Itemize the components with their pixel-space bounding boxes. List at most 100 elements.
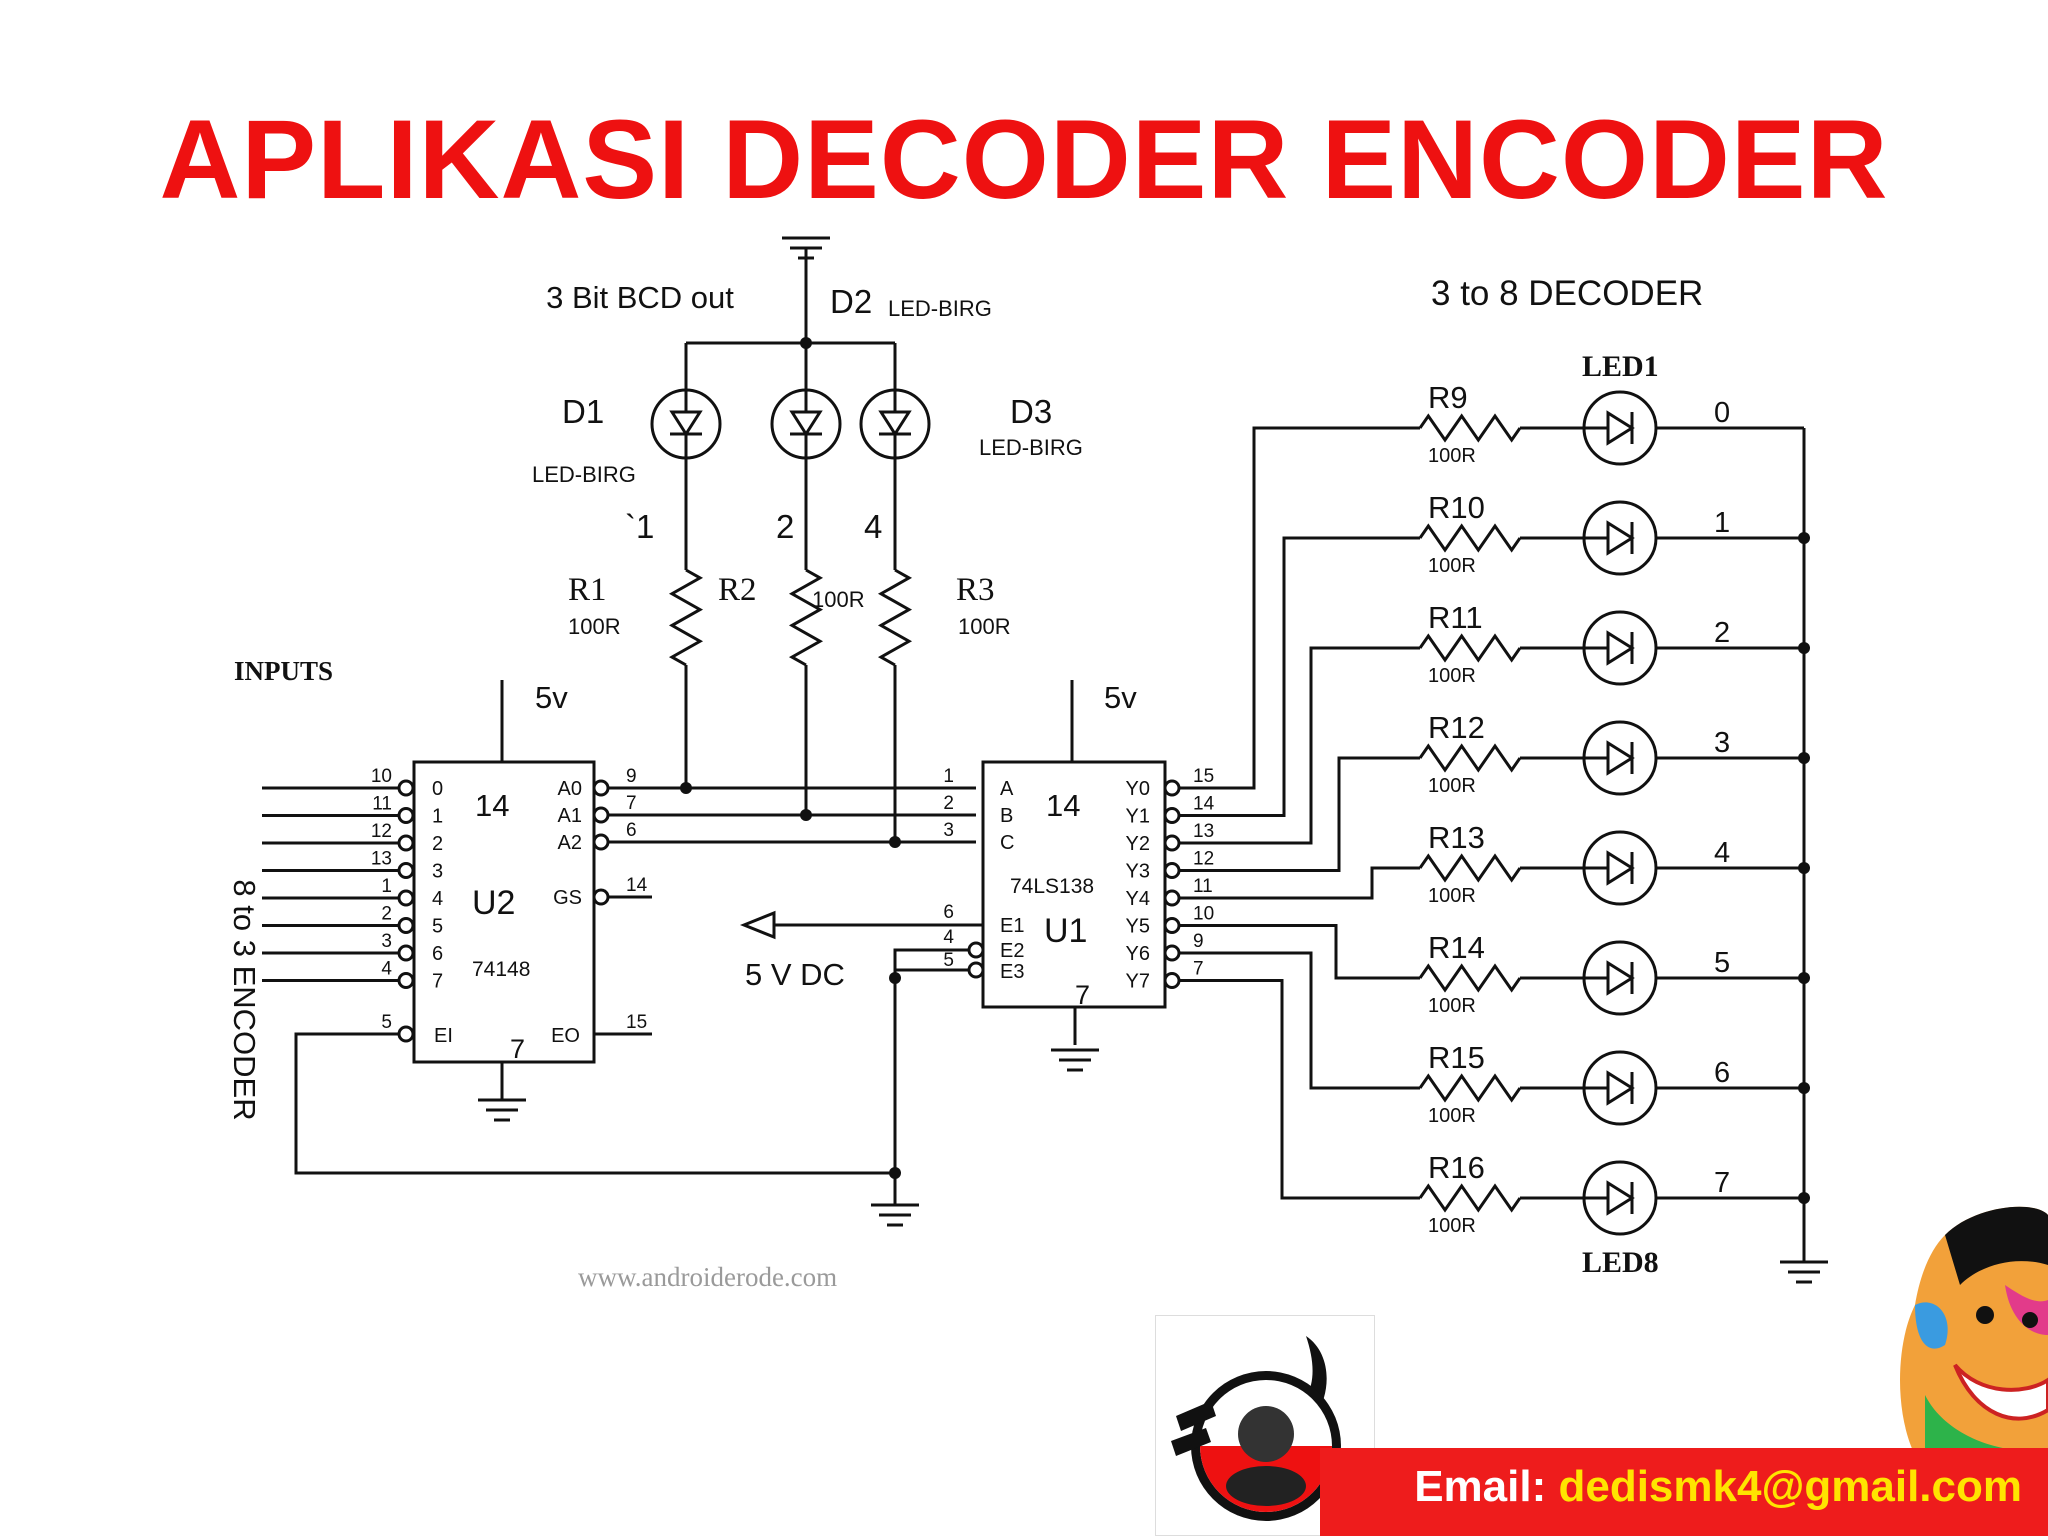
led8-label: LED8 — [1582, 1246, 1659, 1279]
inversion-bubble — [592, 833, 610, 851]
email-address[interactable]: dedismk4@gmail.com — [1558, 1462, 2022, 1511]
resistor-label: R13 — [1428, 820, 1485, 855]
u2-input-label: 7 — [432, 971, 443, 993]
inversion-bubble — [397, 944, 415, 962]
resistor-r9 — [1418, 413, 1522, 443]
r3-label: R3 — [956, 572, 995, 608]
u1-input-label: B — [1000, 805, 1013, 827]
resistor-value-label: 100R — [1428, 555, 1476, 577]
u2-output-label: A1 — [558, 805, 582, 827]
inversion-bubble — [1163, 889, 1181, 907]
digit-label: 7 — [1714, 1167, 1730, 1199]
u2-eo-pin: 15 — [626, 1012, 647, 1033]
inversion-bubble — [397, 779, 415, 797]
u1-e1-label: E1 — [1000, 915, 1024, 937]
resistor-value-label: 100R — [1428, 1215, 1476, 1237]
u1-e3-pin: 5 — [943, 950, 954, 971]
u2-output-label: A0 — [558, 778, 582, 800]
inversion-bubble — [967, 961, 985, 979]
inversion-bubble — [397, 1025, 415, 1043]
wire-decoder-output — [1179, 756, 1420, 872]
resistor-r13 — [1418, 853, 1522, 883]
u2-input-label: 0 — [432, 778, 443, 800]
u2-input-pin: 11 — [372, 794, 392, 815]
digit-label: 4 — [1714, 837, 1730, 869]
u1-output-pin: 10 — [1193, 904, 1214, 925]
inversion-bubble — [592, 888, 610, 906]
dc-label: 5 V DC — [745, 957, 845, 992]
digit-label: 6 — [1714, 1057, 1730, 1089]
u2-output-pin: 7 — [626, 793, 637, 814]
junction-dot — [889, 836, 901, 848]
u1-input-label: C — [1000, 832, 1014, 854]
led1-label: LED1 — [1582, 350, 1659, 383]
junction-dot — [1798, 972, 1810, 984]
resistor-r16 — [1418, 1183, 1522, 1213]
u1-output-label: Y3 — [1126, 861, 1150, 883]
digit-label: 5 — [1714, 947, 1730, 979]
u2-input-label: 5 — [432, 916, 443, 938]
watermark: www.androiderode.com — [578, 1262, 837, 1292]
u2-input-label: 2 — [432, 833, 443, 855]
u1-output-label: Y0 — [1126, 778, 1150, 800]
inversion-bubble — [397, 834, 415, 852]
weight-1-label: `1 — [625, 508, 654, 545]
u2-gs-pin: 14 — [626, 875, 648, 896]
u1-input-pin: 2 — [943, 793, 954, 814]
r1-value-label: 100R — [568, 614, 621, 639]
u2-vcc-label: 5v — [535, 680, 568, 715]
u1-e2-label: E2 — [1000, 940, 1024, 962]
resistor-label: R12 — [1428, 710, 1485, 745]
u1-name: U1 — [1044, 912, 1087, 950]
inversion-bubble — [1163, 807, 1181, 824]
junction-dot — [1798, 1192, 1810, 1204]
resistor-r14 — [1418, 963, 1522, 993]
junction-dot — [1798, 752, 1810, 764]
u2-input-pin: 1 — [381, 876, 392, 897]
inversion-bubble — [1163, 944, 1181, 962]
u1-input-pin: 1 — [943, 766, 954, 787]
u2-input-label: 3 — [432, 861, 443, 883]
junction-dot — [800, 337, 812, 349]
u1-output-label: Y1 — [1126, 806, 1150, 828]
u2-vcc-pin: 14 — [475, 788, 509, 823]
email-banner: Email: dedismk4@gmail.com — [1320, 1448, 2048, 1536]
u1-e3-label: E3 — [1000, 961, 1024, 983]
inversion-bubble — [592, 779, 610, 797]
wire-decoder-output — [1179, 536, 1420, 817]
junction-dot — [889, 1167, 901, 1179]
arrow-5vdc — [739, 910, 776, 940]
u2-output-label: A2 — [558, 832, 582, 854]
u2-input-label: 1 — [432, 806, 443, 828]
inversion-bubble — [397, 862, 415, 879]
weight-4-label: 4 — [864, 508, 882, 545]
resistor-label: R16 — [1428, 1150, 1485, 1185]
inversion-bubble — [397, 807, 415, 824]
inputs-label: INPUTS — [234, 656, 333, 686]
decoder-title: 3 to 8 DECODER — [1431, 274, 1703, 313]
u2-input-pin: 12 — [371, 821, 392, 842]
wire-decoder-output — [1179, 924, 1420, 980]
junction-dot — [1798, 862, 1810, 874]
d1-type-label: LED-BIRG — [532, 462, 636, 487]
junction-dot — [889, 972, 901, 984]
r1-label: R1 — [568, 572, 607, 608]
wire-decoder-output — [1179, 951, 1420, 1090]
slide-title: APLIKASI DECODER ENCODER — [159, 97, 1889, 222]
inversion-bubble — [1163, 862, 1181, 879]
u2-ei-pin: 5 — [381, 1012, 392, 1033]
inversion-bubble — [1163, 834, 1181, 852]
junction-dot — [1798, 532, 1810, 544]
u1-output-label: Y7 — [1126, 971, 1150, 993]
inversion-bubble — [1163, 779, 1181, 797]
inversion-bubble — [1163, 917, 1181, 934]
u1-output-pin: 15 — [1193, 766, 1214, 787]
u2-name: U2 — [472, 884, 515, 922]
d2-type-label: LED-BIRG — [888, 296, 992, 321]
encoder-side-label: 8 to 3 ENCODER — [227, 879, 262, 1120]
r2-label: R2 — [718, 572, 757, 608]
u1-output-label: Y2 — [1126, 833, 1150, 855]
u2-part: 74148 — [472, 958, 530, 981]
r3-value-label: 100R — [958, 614, 1011, 639]
